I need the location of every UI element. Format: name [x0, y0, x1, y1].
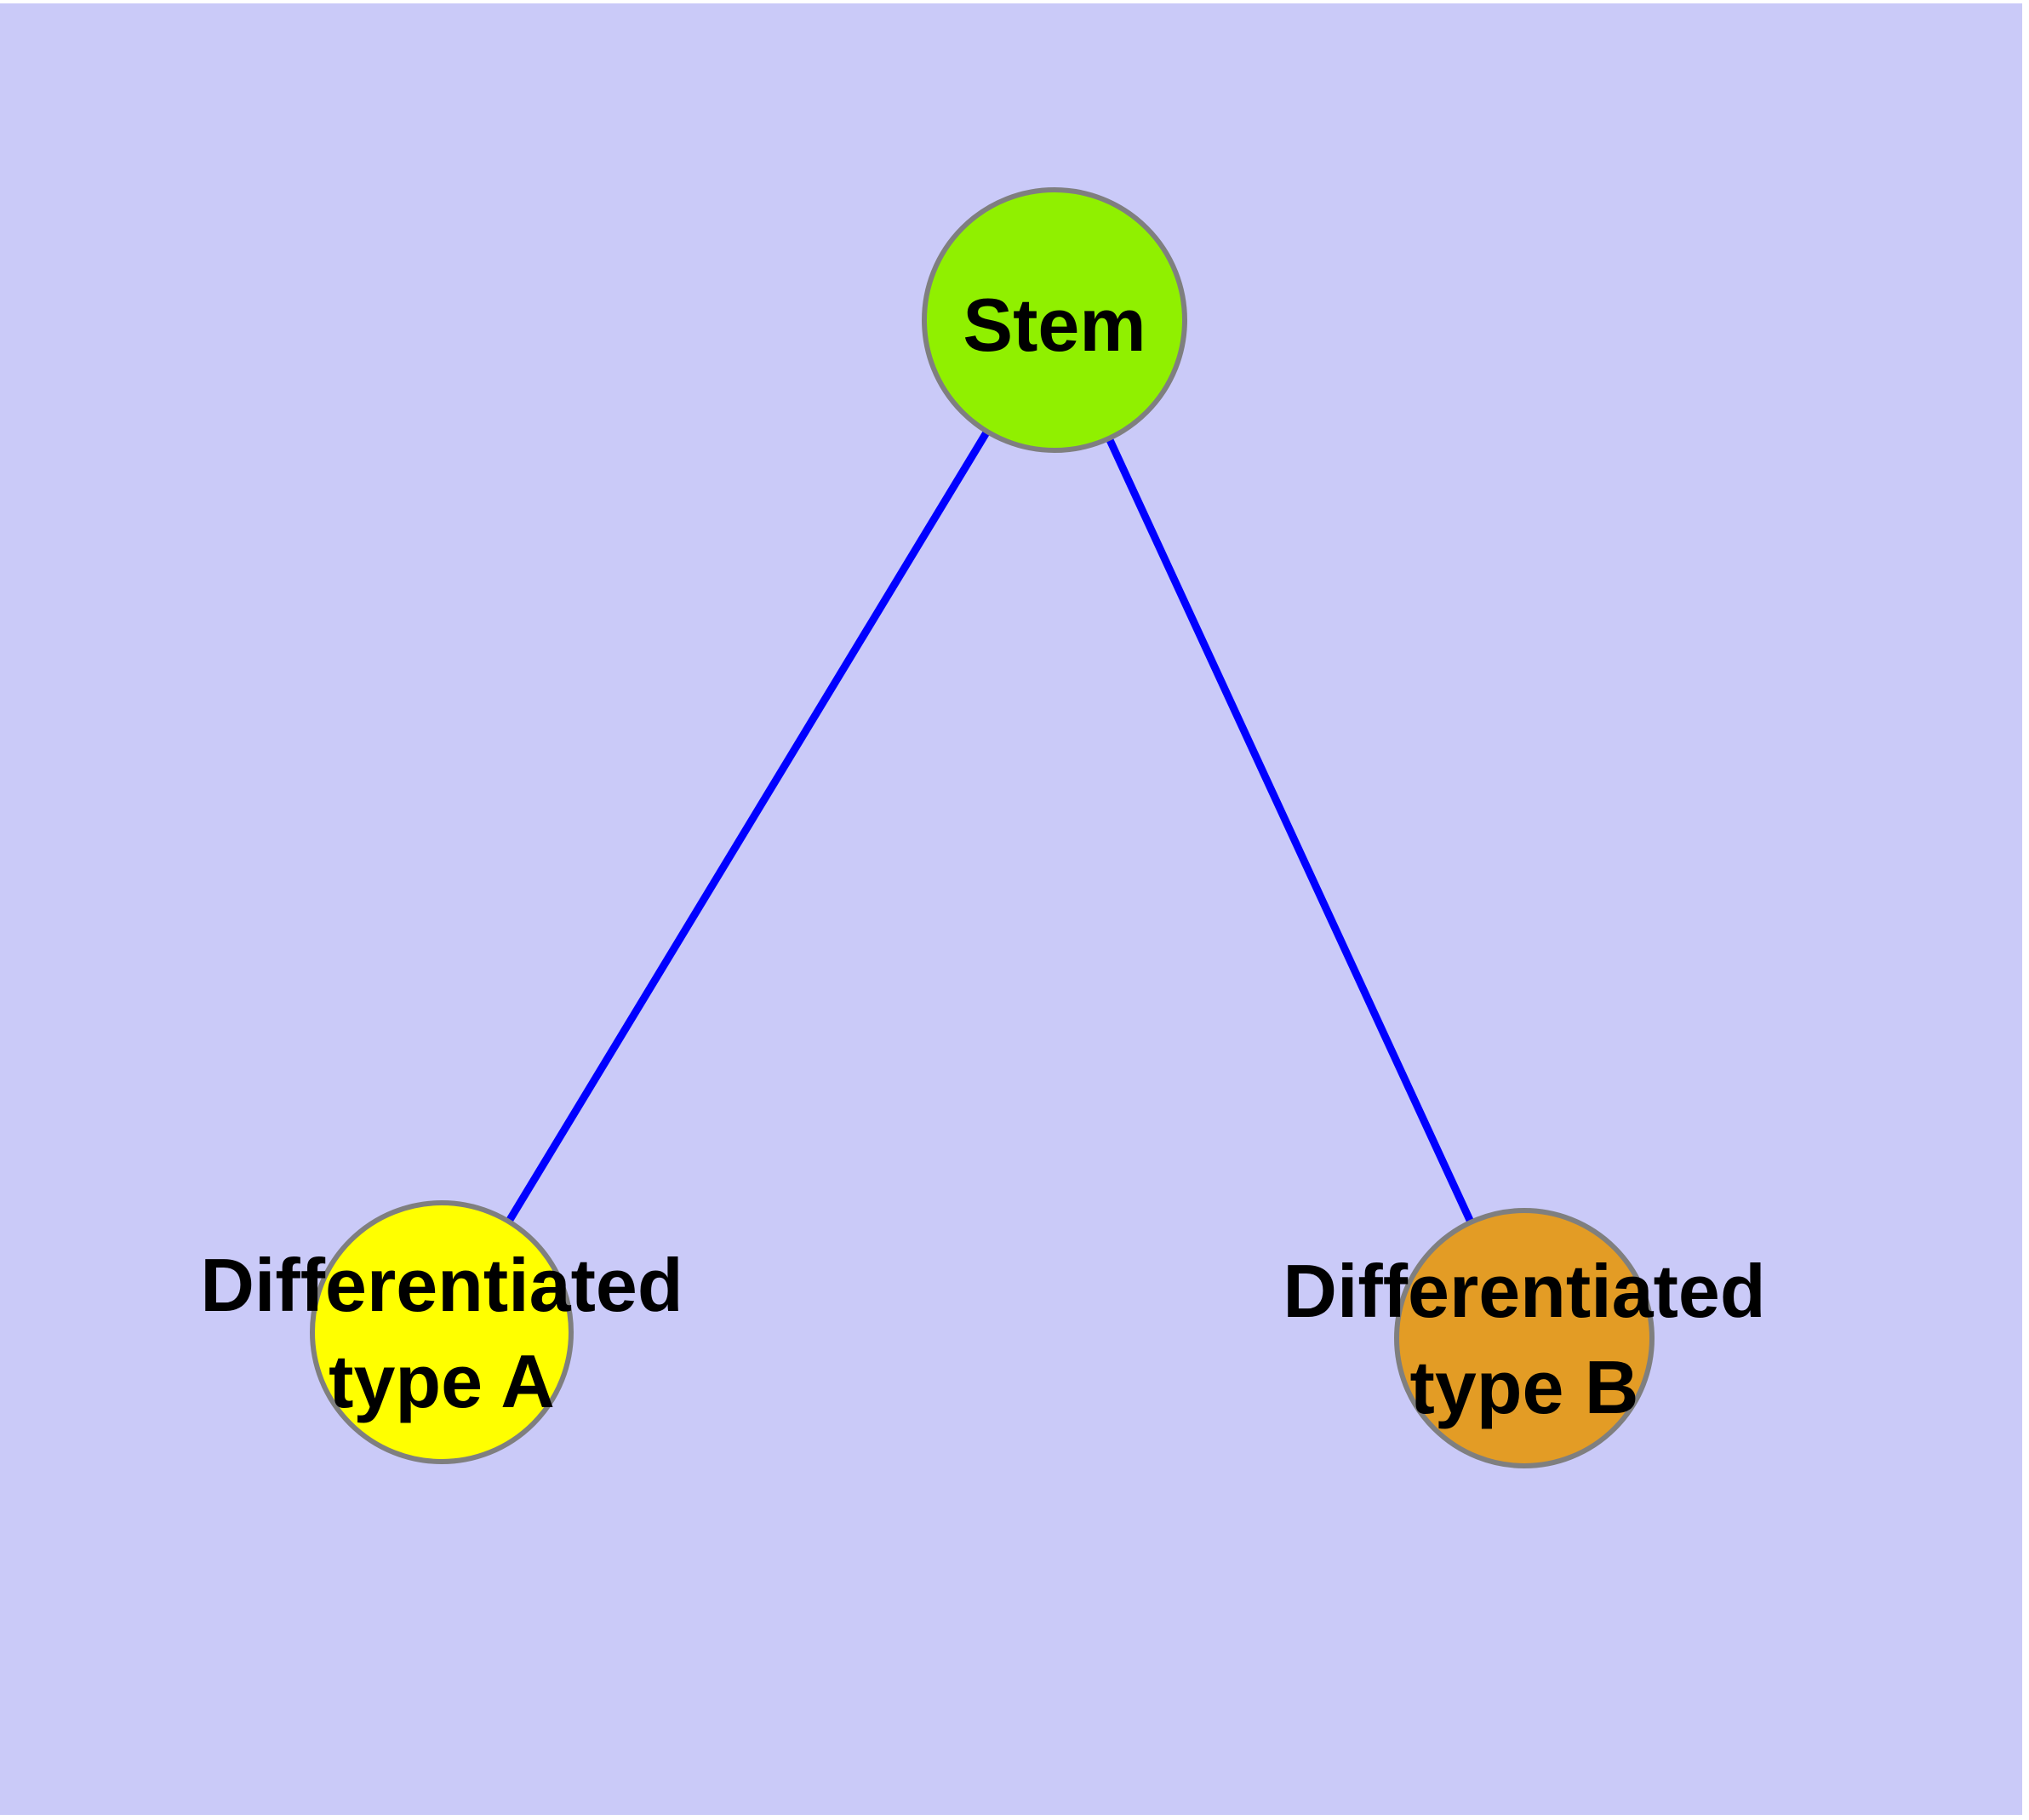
node-typeB: Differentiated type B	[1283, 1208, 1766, 1468]
edge-stem-typeB	[1050, 318, 1529, 1340]
node-typeA-label-line2: type A	[329, 1339, 555, 1423]
node-typeB-label-line1: Differentiated	[1283, 1249, 1765, 1333]
edge-stem-typeA	[438, 318, 1058, 1335]
node-typeA-circle	[310, 1200, 574, 1464]
node-typeA: Differentiated type A	[200, 1200, 683, 1464]
node-stem-circle	[922, 187, 1187, 453]
node-typeA-label-line1: Differentiated	[200, 1243, 683, 1327]
node-stem: Stem	[922, 187, 1187, 453]
node-typeB-label-line2: type B	[1410, 1345, 1639, 1429]
node-typeB-circle	[1394, 1208, 1655, 1468]
node-stem-label-line1: Stem	[963, 283, 1146, 367]
